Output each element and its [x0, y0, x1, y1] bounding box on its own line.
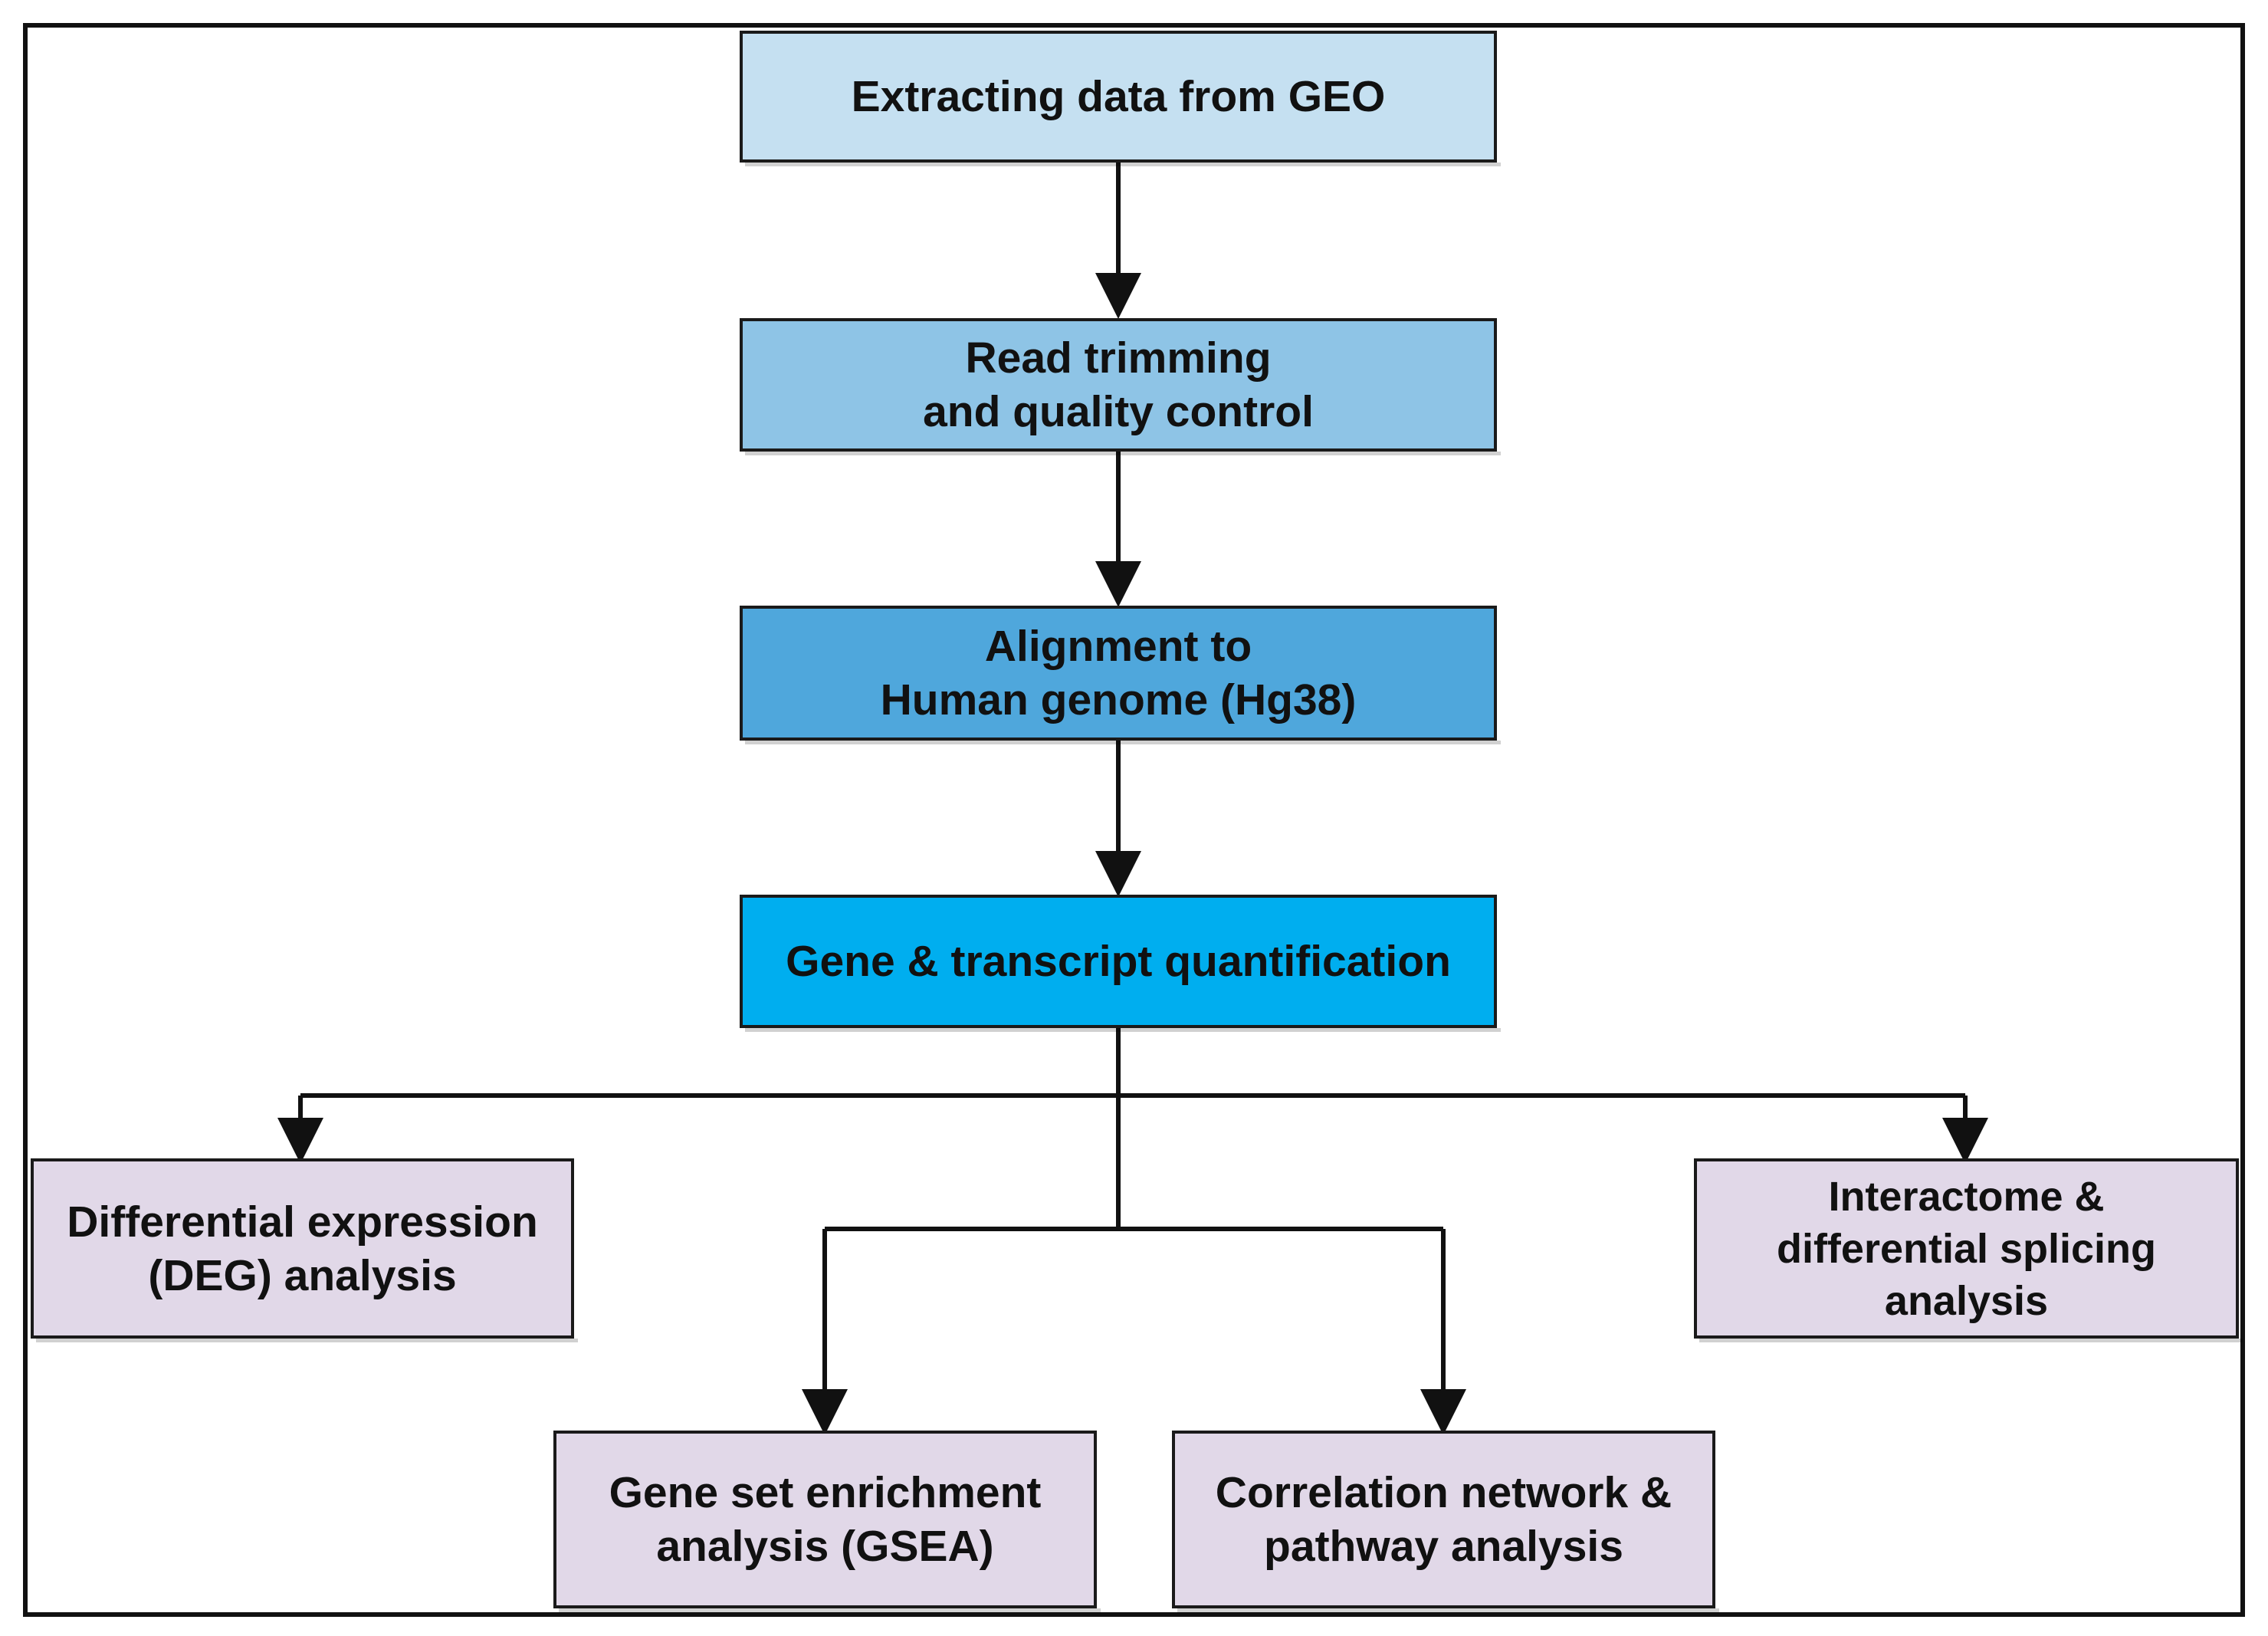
node-extract-geo: Extracting data from GEO	[740, 31, 1501, 166]
node-read-trimming-label: Read trimming and quality control	[923, 333, 1314, 436]
node-correlation-network: Correlation network & pathway analysis	[1172, 1431, 1719, 1612]
node-gsea-label: Gene set enrichment analysis (GSEA)	[609, 1468, 1042, 1571]
node-deg-analysis: Differential expression (DEG) analysis	[31, 1158, 578, 1342]
node-quantification: Gene & transcript quantification	[740, 895, 1501, 1032]
node-extract-geo-label: Extracting data from GEO	[851, 72, 1386, 121]
node-interactome-analysis-label: Interactome & differential splicing anal…	[1776, 1173, 2157, 1324]
node-correlation-network-label: Correlation network & pathway analysis	[1215, 1468, 1672, 1571]
node-read-trimming: Read trimming and quality control	[740, 318, 1501, 455]
node-interactome-analysis: Interactome & differential splicing anal…	[1694, 1158, 2243, 1342]
node-alignment-label: Alignment to Human genome (Hg38)	[880, 622, 1357, 724]
node-gsea: Gene set enrichment analysis (GSEA)	[553, 1431, 1101, 1612]
outer-frame	[23, 23, 2245, 1617]
node-quantification-label: Gene & transcript quantification	[786, 937, 1451, 986]
node-deg-analysis-label: Differential expression (DEG) analysis	[67, 1197, 538, 1300]
node-alignment: Alignment to Human genome (Hg38)	[740, 606, 1501, 744]
